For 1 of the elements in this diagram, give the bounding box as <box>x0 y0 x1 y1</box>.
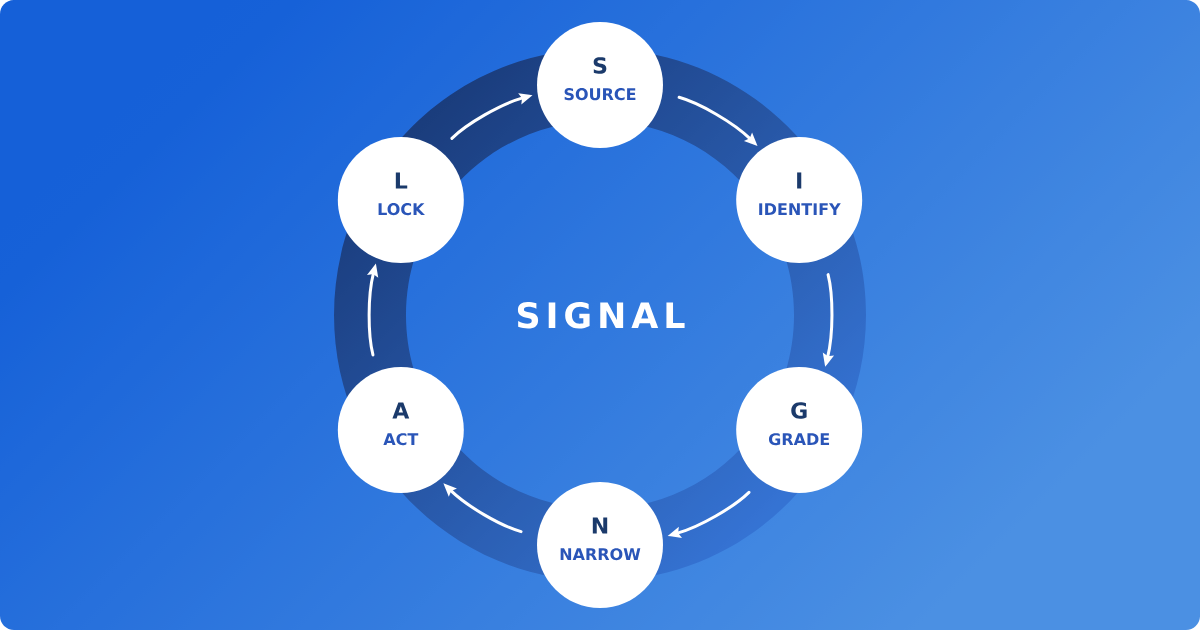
title: SIGNAL <box>517 302 685 329</box>
